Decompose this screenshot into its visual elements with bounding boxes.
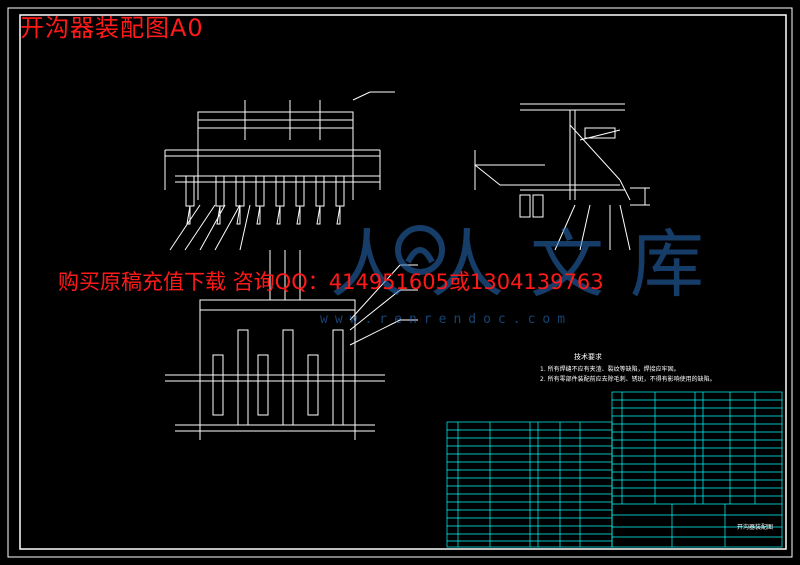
technical-requirement-line: 2. 所有零部件装配前应去除毛刺、锈斑，不得有影响使用的缺陷。 — [540, 376, 716, 383]
watermark-logo-icon — [395, 225, 445, 275]
watermark-url: www.renrendoc.com — [320, 312, 573, 327]
front-view — [164, 91, 395, 251]
side-view — [474, 103, 650, 251]
technical-requirements-heading: 技术要求 — [574, 353, 602, 361]
parts-list-right — [611, 391, 783, 548]
watermark-logo-text: 人人文库 — [330, 222, 730, 308]
inner-border — [19, 14, 787, 550]
outer-border — [7, 7, 793, 558]
title-block-drawing-name: 开沟器装配图 — [737, 524, 774, 531]
promo-banner: 购买原稿充值下载 咨询QQ：414951605或1304139763 — [58, 270, 604, 294]
drawing-title: 开沟器装配图A0 — [20, 14, 204, 42]
top-view — [165, 250, 418, 440]
parts-list-left — [446, 421, 613, 548]
technical-requirement-line: 1. 所有焊缝不应有夹渣、裂纹等缺陷，焊接应牢固。 — [540, 366, 680, 373]
